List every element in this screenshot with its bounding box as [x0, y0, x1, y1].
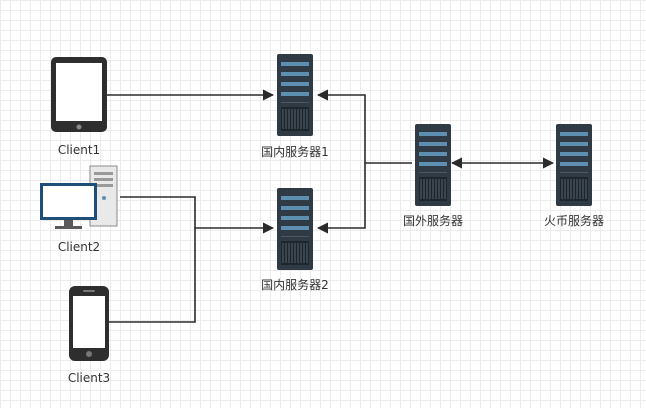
- connector-overseas-to-server2: [316, 163, 366, 234]
- server-rack-icon: [556, 124, 592, 206]
- server-rack-icon: [415, 124, 451, 206]
- server-rack-icon: [277, 188, 313, 270]
- huobi-server-label: 火币服务器: [543, 214, 605, 228]
- client1-label: Client1: [57, 143, 101, 157]
- connector-client2-to-server2: [120, 196, 275, 234]
- connector-client3-to-server2: [108, 228, 196, 323]
- domestic-server-2-label: 国内服务器2: [261, 278, 329, 292]
- overseas-server-label: 国外服务器: [402, 214, 464, 228]
- smartphone-icon: [69, 286, 109, 361]
- connectors: [107, 89, 555, 323]
- client2-label: Client2: [57, 240, 101, 254]
- domestic-server-1-label: 国内服务器1: [261, 145, 329, 159]
- connector-overseas-to-server1: [316, 89, 412, 164]
- tablet-icon: [51, 57, 107, 132]
- server-rack-icon: [277, 54, 313, 136]
- client3-label: Client3: [67, 371, 111, 385]
- desktop-computer-icon: [40, 165, 118, 229]
